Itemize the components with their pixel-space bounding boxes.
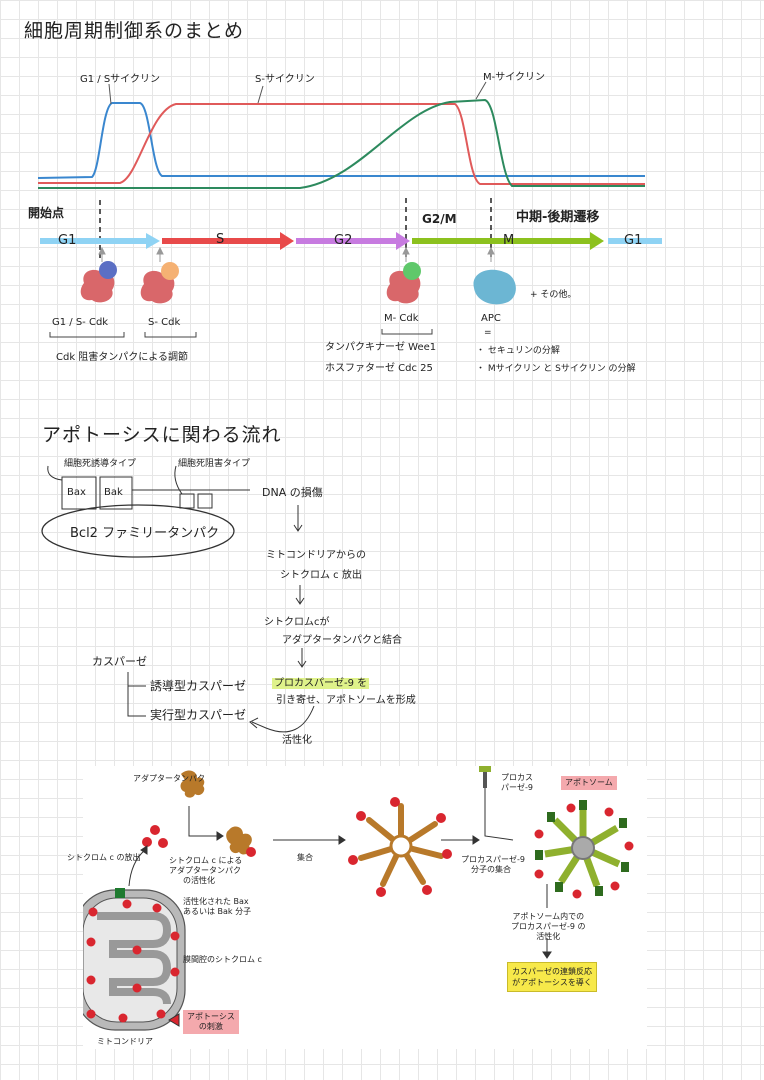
s-cdk-label: S- Cdk bbox=[148, 317, 181, 328]
apoptosome-complex bbox=[534, 800, 634, 899]
fig-procasp-assembly-1: プロカスパーゼ-9 bbox=[461, 855, 525, 864]
g2m-label: G2/M bbox=[422, 212, 457, 226]
fig-activation-2: アダプタータンパク bbox=[169, 866, 241, 875]
fig-mito-label: ミトコンドリア bbox=[97, 1037, 153, 1046]
fig-stimulus-badge: アポトーシスの刺激 bbox=[183, 1010, 239, 1034]
flow-bind-2: アダプタータンパクと結合 bbox=[282, 635, 402, 646]
s-cyclin-label: S-サイクリン bbox=[255, 74, 315, 85]
cyclin-curves bbox=[37, 81, 662, 338]
apc-label: APC bbox=[481, 313, 501, 324]
fig-within: アポトソーム内でのプロカスパーゼ-9 の活性化 bbox=[511, 912, 586, 941]
apoptosis-title: アポトーシスに関わる流れ bbox=[42, 424, 282, 446]
cdk-inhibitor-note: Cdk 阻害タンパクによる調節 bbox=[56, 352, 188, 363]
phase-label-g1: G1 bbox=[58, 233, 77, 248]
cyclin-degradation-note: ・ Mサイクリン と Sサイクリン の分解 bbox=[476, 364, 636, 374]
procaspase-highlight: プロカスパーゼ-9 を bbox=[272, 678, 370, 689]
page-title: 細胞周期制御系のまとめ bbox=[24, 20, 245, 42]
phase-label-m: M bbox=[503, 233, 515, 248]
g1s-cyclin-label: G1 / Sサイクリン bbox=[80, 74, 160, 85]
fig-procasp-1: プロカス bbox=[501, 773, 533, 782]
m-cyclin-curve bbox=[38, 98, 645, 189]
caspase-title: カスパーゼ bbox=[92, 655, 147, 668]
apoptosome-diagram bbox=[83, 766, 634, 1031]
inducer-type-label: 細胞死誘導タイプ bbox=[64, 459, 137, 469]
mitochondrion-shape bbox=[83, 888, 186, 1031]
adapter-protein-icon bbox=[180, 770, 205, 798]
flow-activation: 活性化 bbox=[282, 735, 312, 746]
s-cdk-icon bbox=[140, 262, 179, 304]
activated-adapter-icon bbox=[226, 826, 256, 857]
start-label: 開始点 bbox=[28, 206, 65, 220]
s-cyclin-curve bbox=[38, 103, 645, 185]
initiator-caspase: 誘導型カスパーゼ bbox=[150, 679, 247, 693]
assembled-wheel bbox=[348, 797, 452, 897]
fig-adapter-label: アダプタータンパク bbox=[133, 774, 205, 783]
phase-label-g1-next: G1 bbox=[624, 233, 643, 248]
flow-release-2: シトクロム c 放出 bbox=[280, 570, 362, 581]
fig-baxbak-2: あるいは Bak 分子 bbox=[183, 907, 252, 916]
fig-baxbak-1: 活性化された Bax bbox=[183, 897, 249, 906]
bcl2-family-label: Bcl2 ファミリータンパク bbox=[70, 526, 220, 541]
g1s-cyclin-curve bbox=[37, 102, 645, 179]
m-cyclin-label: M-サイクリン bbox=[483, 72, 546, 83]
fig-procasp-2: パーゼ-9 bbox=[501, 783, 533, 792]
procaspase-9-icon bbox=[479, 766, 491, 788]
phase-label-g2: G2 bbox=[334, 233, 353, 248]
flow-procaspase-2: 引き寄せ、アポトソームを形成 bbox=[276, 695, 416, 706]
cdc25-note: ホスファターゼ Cdc 25 bbox=[325, 363, 433, 374]
securin-note: ・ セキュリンの分解 bbox=[476, 346, 560, 356]
fig-procasp-assembly-2: 分子の集合 bbox=[471, 865, 511, 874]
wee1-note: タンパクキナーゼ Wee1 bbox=[325, 342, 437, 353]
m-cdk-label: M- Cdk bbox=[384, 313, 419, 324]
flow-release-1: ミトコンドリアからの bbox=[266, 550, 366, 561]
phase-arrows bbox=[40, 232, 662, 250]
apoptosis-sketch bbox=[41, 465, 315, 733]
g1s-cdk-label: G1 / S- Cdk bbox=[52, 317, 109, 328]
apc-icon bbox=[473, 269, 516, 305]
phase-label-s: S bbox=[216, 232, 225, 247]
apoptosome-figure: アダプタータンパク シトクロム c の放出 シトクロム c による アダプタータ… bbox=[67, 766, 647, 1049]
executioner-caspase: 実行型カスパーゼ bbox=[150, 708, 247, 722]
fig-cytc-release: シトクロム c の放出 bbox=[67, 853, 141, 862]
fig-apoptosome-badge: アポトソーム bbox=[561, 776, 617, 790]
released-cytochrome-c bbox=[142, 825, 168, 848]
apc-equals: = bbox=[484, 328, 492, 338]
meta-anaphase-label: 中期-後期遷移 bbox=[516, 210, 600, 225]
bax-label: Bax bbox=[67, 487, 86, 498]
other-label: + その他。 bbox=[530, 290, 577, 300]
fig-assembly: 集合 bbox=[297, 853, 313, 862]
inhibitor-type-label: 細胞死阻害タイプ bbox=[178, 459, 251, 469]
flow-bind-1: シトクロムcが bbox=[264, 617, 330, 628]
fig-activation-1: シトクロム c による bbox=[169, 856, 243, 865]
fig-cascade-badge: カスパーゼの連鎖反応がアポトーシスを導く bbox=[507, 962, 597, 992]
m-cdk-icon bbox=[386, 262, 421, 304]
g1s-cdk-icon bbox=[80, 261, 117, 303]
bak-label: Bak bbox=[104, 487, 123, 498]
flow-dna-damage: DNA の損傷 bbox=[262, 486, 323, 499]
flow-procaspase-1: プロカスパーゼ-9 を bbox=[272, 674, 370, 689]
fig-activation-3: の活性化 bbox=[183, 876, 215, 885]
fig-intermembrane: 膜間腔のシトクロム c bbox=[183, 955, 262, 964]
